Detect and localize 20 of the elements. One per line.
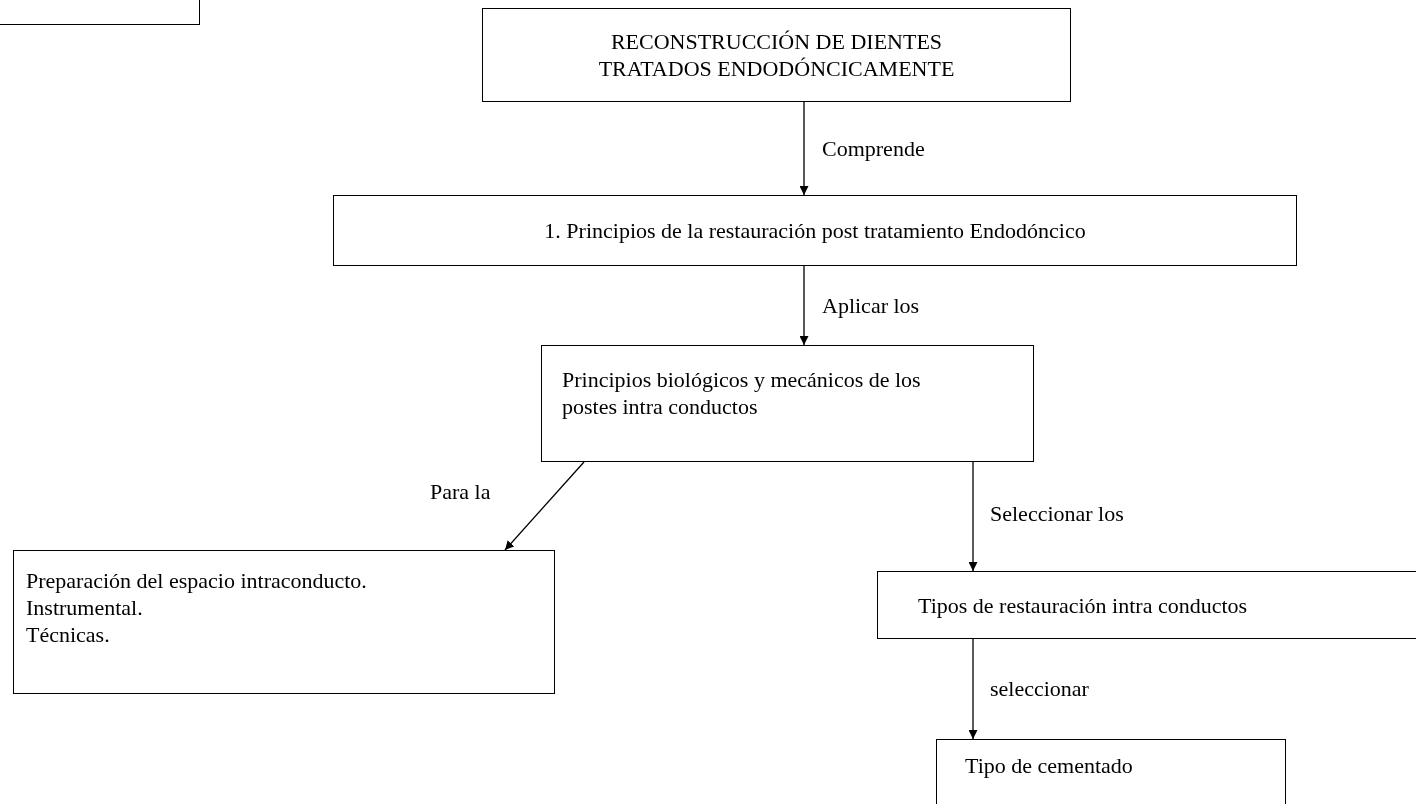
text-box bbox=[333, 195, 1297, 266]
node-text: Técnicas. bbox=[26, 621, 111, 648]
arrow bbox=[968, 461, 978, 572]
node-text: Tipo de cementado bbox=[965, 752, 1134, 779]
arrow bbox=[799, 101, 809, 196]
text-box bbox=[936, 739, 1286, 804]
text-box bbox=[541, 345, 1034, 462]
node-text: 1. Principios de la restauración post tratamiento Endodóncico bbox=[544, 217, 1086, 244]
node-text: Tipos de restauración intra conductos bbox=[918, 591, 1249, 619]
node-text: RECONSTRUCCIÓN DE DIENTES TRATADOS ENDODÓNCICAMENTE bbox=[597, 28, 956, 82]
text-box bbox=[482, 8, 1071, 102]
arrow bbox=[968, 638, 978, 740]
node-text: Instrumental. bbox=[26, 594, 144, 621]
empty-box bbox=[0, 0, 200, 25]
node-text: Preparación del espacio intraconducto. bbox=[26, 567, 368, 594]
arrow bbox=[799, 265, 809, 346]
arrow bbox=[504, 461, 585, 551]
text-box bbox=[13, 550, 555, 694]
text-box bbox=[877, 571, 1416, 639]
node-text: Principios biológicos y mecánicos de los postes intra conductos bbox=[562, 366, 922, 420]
